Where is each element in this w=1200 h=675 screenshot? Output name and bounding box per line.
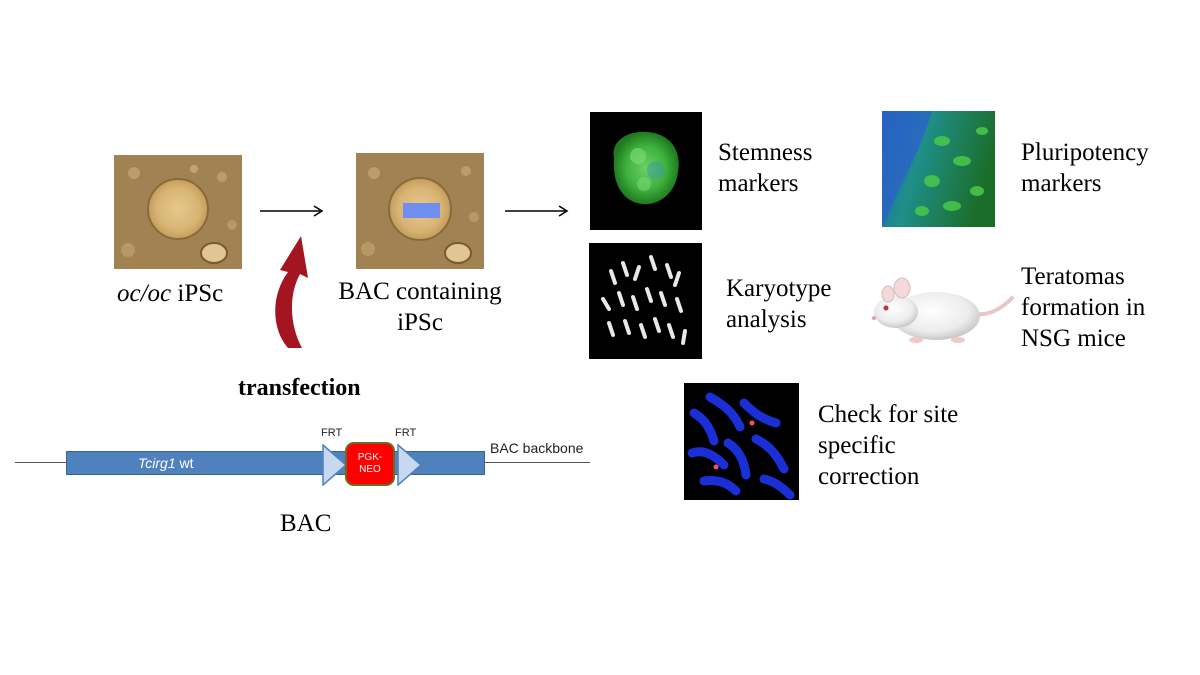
frt-left-label: FRT (321, 427, 343, 439)
site-correction-label: Check for site specific correction (818, 401, 959, 490)
karyotype-image (589, 243, 702, 359)
pgk-neo-cassette: PGK- NEO (345, 442, 395, 486)
oc-oc-ipsc-colony-image (114, 155, 242, 269)
stemness-markers-image (590, 112, 702, 230)
frt-left-arrow (322, 444, 348, 486)
bac-marker-box (403, 203, 440, 218)
nsg-mouse-image (872, 277, 1014, 343)
tcirg1-gene-label: Tcirg1 wt (138, 455, 194, 471)
karyotype-analysis-label: Karyotype analysis (726, 275, 832, 333)
arrow-right-2 (505, 205, 569, 217)
bac-ipsc-colony-image (356, 153, 484, 269)
frt-right-label: FRT (395, 427, 417, 439)
bac-caption: BAC (280, 510, 332, 537)
pluripotency-markers-image (882, 111, 995, 227)
curved-transfection-arrow (275, 236, 308, 348)
frt-right-arrow (397, 444, 423, 486)
arrow-right-1 (260, 205, 324, 217)
pluripotency-markers-label: Pluripotency markers (1021, 139, 1149, 197)
parental-ipsc-label: oc/oc iPSc (117, 280, 224, 307)
bac-ipsc-label: BAC containing iPSc (338, 278, 502, 336)
bac-backbone-label: BAC backbone (490, 440, 584, 456)
teratomas-label: Teratomas formation in NSG mice (1021, 263, 1146, 352)
site-correction-fish-image (684, 383, 799, 500)
stemness-markers-label: Stemness markers (718, 139, 813, 197)
transfection-label: transfection (238, 375, 361, 401)
